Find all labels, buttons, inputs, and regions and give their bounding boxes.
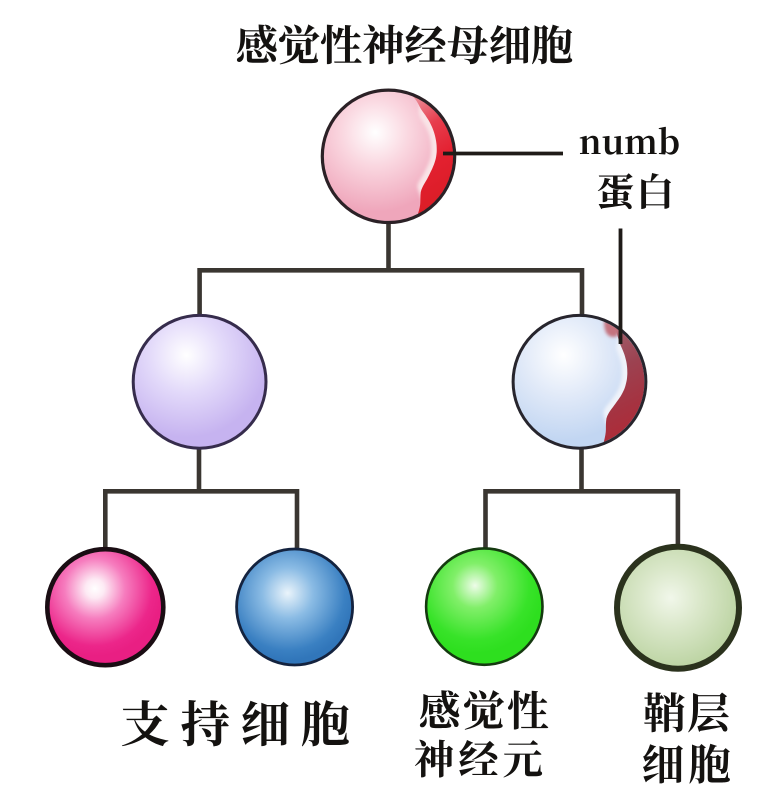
daughter-right-outline: [511, 313, 648, 450]
sensory-neuron-glyph-path-2: [414, 739, 543, 778]
branch-level2-right: [483, 489, 681, 548]
numb-glyph-path: [579, 126, 679, 155]
numb-protein-glyph-path: [597, 173, 672, 210]
branch-level1: [197, 268, 585, 318]
node-daughter-left: [131, 313, 268, 450]
numb-crescent-mother: [412, 96, 454, 214]
support-cells-label-glyphs: [121, 699, 349, 747]
sensory-neuron-label1-glyphs: [419, 690, 549, 730]
node-sheath-cell: [614, 543, 742, 672]
node-support-cell-1: [45, 546, 166, 668]
support-cells-glyph-path: [121, 699, 349, 747]
branch-level2-left: [103, 489, 300, 551]
sensory-neuron-glyph-path-1: [419, 690, 549, 730]
sensory-neuron-body: [424, 547, 544, 667]
sheath-cell-body: [614, 543, 742, 672]
text-glyphs: [121, 24, 730, 784]
numb-protein-glyphs: [597, 173, 672, 210]
node-daughter-right: [511, 313, 648, 450]
title-glyph-path: [236, 24, 573, 65]
node-sensory-neuron: [424, 547, 544, 667]
daughter-left-body: [131, 313, 268, 450]
sheath-label1-glyphs: [644, 692, 729, 733]
title-glyphs: [236, 24, 573, 65]
numb-crescent-daughter: [603, 326, 645, 442]
sheath-label2-glyphs: [643, 743, 730, 784]
numb-pointers: [443, 151, 623, 344]
sheath-glyph-path-1: [644, 692, 729, 733]
tree-connectors: [103, 218, 681, 551]
sensory-neuron-label2-glyphs: [414, 739, 543, 778]
numb-label-glyphs: [579, 126, 679, 155]
node-support-cell-2: [235, 547, 355, 667]
mother-cell-outline: [320, 88, 457, 225]
sheath-glyph-path-2: [643, 743, 730, 784]
support-cell-2-body: [235, 547, 355, 667]
node-mother-cell: [320, 88, 457, 225]
support-cell-1-body: [45, 546, 166, 668]
